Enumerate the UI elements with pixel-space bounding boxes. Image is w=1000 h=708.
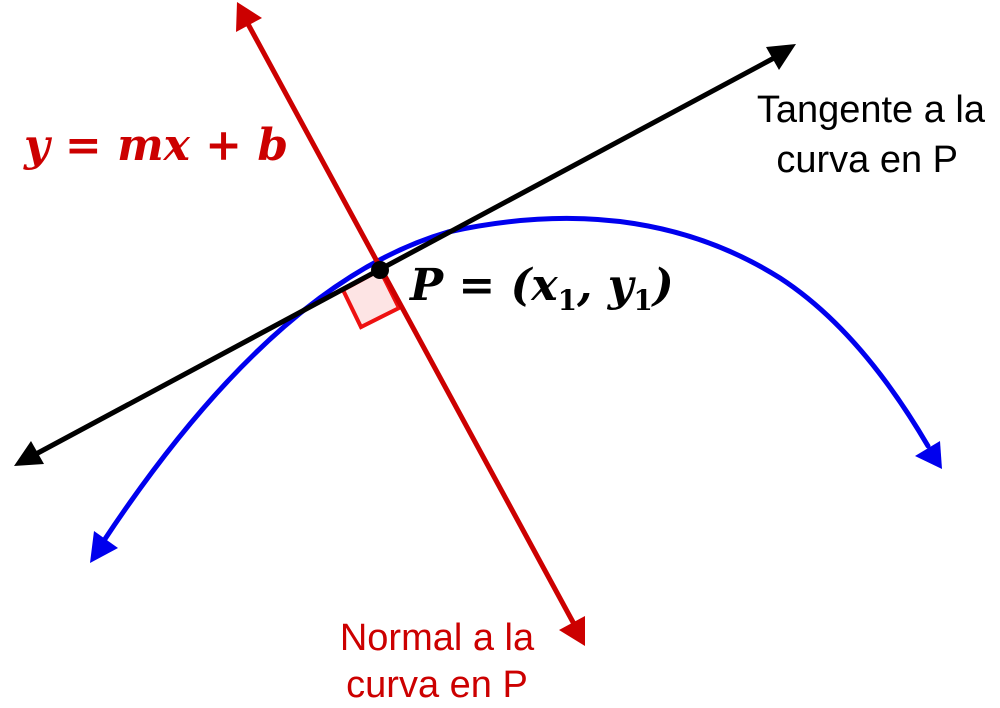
normal-arrow-top <box>236 2 262 32</box>
tangent-arrow-left <box>14 441 44 466</box>
normal-label-line1: Normal a la <box>340 617 535 659</box>
point-label: P = (x1, y1) <box>408 260 674 317</box>
normal-line <box>245 22 577 626</box>
point-label-sub1: 1 <box>558 284 577 317</box>
curve-arrow-right <box>915 441 942 469</box>
point-p-dot <box>371 261 389 279</box>
point-label-sep: , y <box>576 260 637 311</box>
tangent-arrow-right <box>766 44 796 70</box>
normal-arrow-bottom <box>559 616 585 646</box>
curve-arrow-left <box>90 531 118 563</box>
curve <box>100 215 931 545</box>
point-label-sub2: 1 <box>633 284 652 317</box>
normal-label-line2: curva en P <box>346 664 528 706</box>
line-equation-label: y = mx + b <box>23 120 288 171</box>
point-label-prefix: P = (x <box>408 260 558 311</box>
point-label-suffix: ) <box>651 260 674 311</box>
tangent-label-line2: curva en P <box>776 139 958 181</box>
tangent-line <box>34 55 776 457</box>
tangent-label-line1: Tangente a la <box>757 89 986 131</box>
